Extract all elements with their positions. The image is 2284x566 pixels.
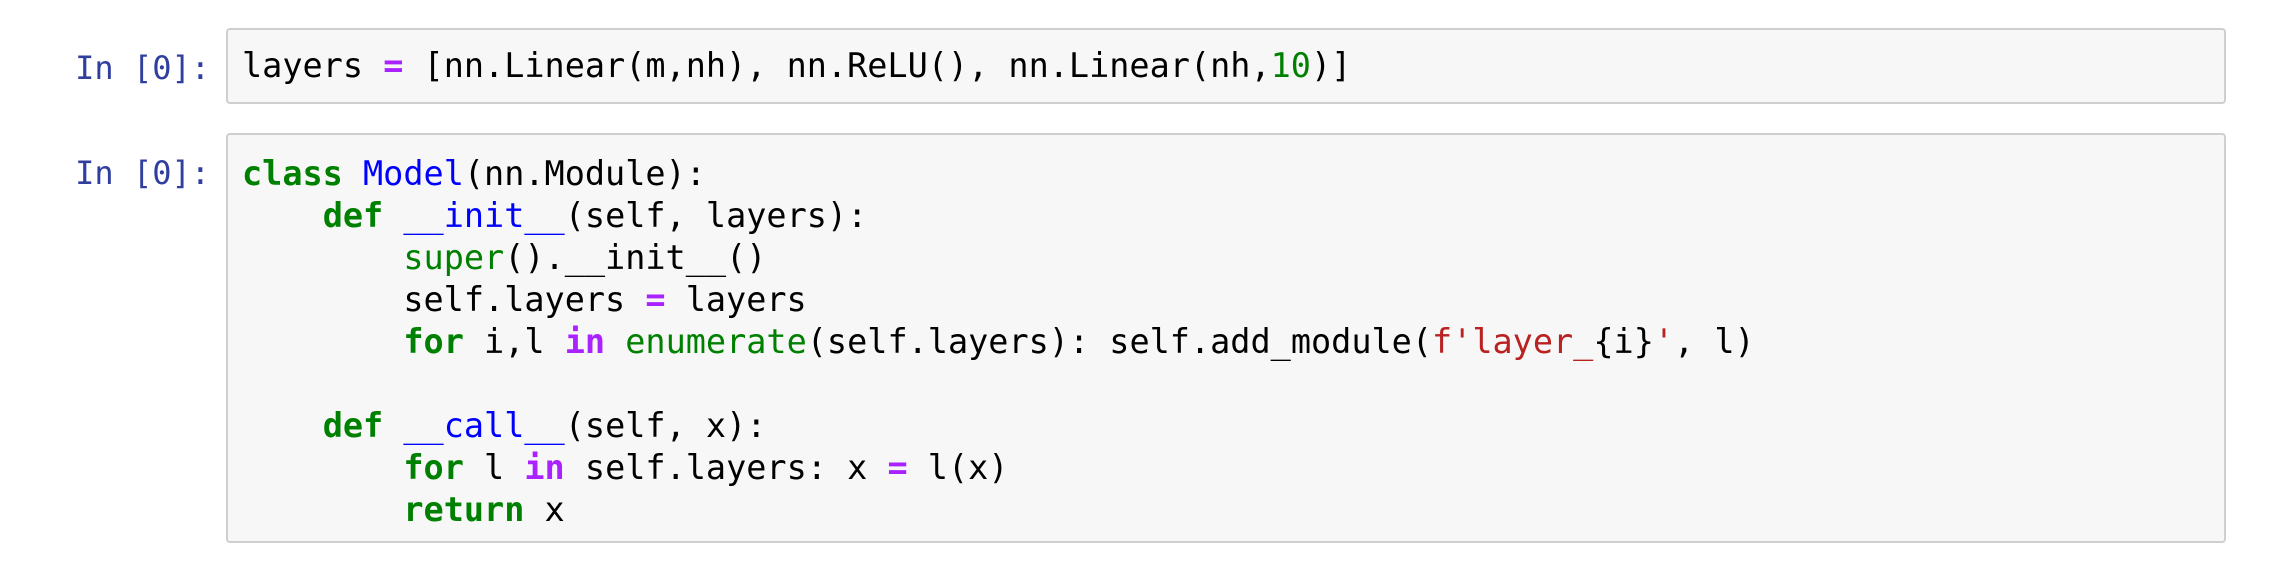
code-token bbox=[242, 196, 323, 235]
code-token: return bbox=[403, 490, 525, 529]
code-token: i,l bbox=[463, 322, 565, 361]
code-token: l bbox=[463, 448, 525, 487]
code-token: class bbox=[242, 154, 343, 193]
code-token bbox=[242, 448, 403, 487]
code-token: = bbox=[645, 280, 666, 319]
code-token: [nn.Linear(m,nh), nn.ReLU(), nn.Linear(n… bbox=[403, 46, 1271, 85]
code-editor[interactable]: class Model(nn.Module): def __init__(sel… bbox=[226, 133, 2226, 543]
code-token bbox=[605, 322, 625, 361]
code-token: , l) bbox=[1674, 322, 1755, 361]
code-token: def bbox=[322, 406, 384, 445]
code-line: def __call__(self, x): bbox=[242, 405, 2224, 447]
code-token: def bbox=[322, 196, 384, 235]
code-token: = bbox=[383, 46, 404, 85]
code-token bbox=[242, 490, 403, 529]
code-token bbox=[383, 196, 403, 235]
code-token bbox=[343, 154, 363, 193]
code-token: ().__init__() bbox=[504, 238, 767, 277]
code-cell: In [0]: layers = [nn.Linear(m,nh), nn.Re… bbox=[0, 28, 2284, 104]
code-token: layers bbox=[665, 280, 807, 319]
code-token: in bbox=[524, 448, 565, 487]
code-token: {i} bbox=[1593, 322, 1654, 361]
code-token: (self.layers): self.add_module( bbox=[806, 322, 1432, 361]
code-token bbox=[383, 406, 403, 445]
code-token: __call__ bbox=[403, 406, 565, 445]
code-line: return x bbox=[242, 489, 2224, 531]
code-line: def __init__(self, layers): bbox=[242, 195, 2224, 237]
code-token: layers bbox=[242, 46, 384, 85]
code-token bbox=[242, 406, 323, 445]
code-block[interactable]: class Model(nn.Module): def __init__(sel… bbox=[242, 153, 2224, 531]
input-prompt: In [0]: bbox=[75, 49, 210, 87]
code-line: for i,l in enumerate(self.layers): self.… bbox=[242, 321, 2224, 363]
code-token: = bbox=[887, 448, 908, 487]
code-line: self.layers = layers bbox=[242, 279, 2224, 321]
code-token bbox=[242, 322, 403, 361]
code-token bbox=[242, 238, 403, 277]
code-token: f'layer_ bbox=[1432, 322, 1594, 361]
code-token: for bbox=[403, 448, 464, 487]
code-token: Model bbox=[363, 154, 464, 193]
code-token: super bbox=[403, 238, 505, 277]
code-token: x bbox=[524, 490, 565, 529]
code-line: layers = [nn.Linear(m,nh), nn.ReLU(), nn… bbox=[242, 45, 2224, 87]
code-line: for l in self.layers: x = l(x) bbox=[242, 447, 2224, 489]
code-token: in bbox=[564, 322, 606, 361]
code-editor[interactable]: layers = [nn.Linear(m,nh), nn.ReLU(), nn… bbox=[226, 28, 2226, 104]
code-token: for bbox=[403, 322, 464, 361]
code-token: l(x) bbox=[907, 448, 1009, 487]
code-token: self.layers bbox=[242, 280, 646, 319]
code-token: __init__ bbox=[403, 196, 565, 235]
code-cell: In [0]: class Model(nn.Module): def __in… bbox=[0, 133, 2284, 543]
code-token: (self, layers): bbox=[564, 196, 868, 235]
code-block[interactable]: layers = [nn.Linear(m,nh), nn.ReLU(), nn… bbox=[242, 45, 2224, 87]
code-line: super().__init__() bbox=[242, 237, 2224, 279]
code-token: (nn.Module): bbox=[463, 154, 706, 193]
code-line: class Model(nn.Module): bbox=[242, 153, 2224, 195]
code-token: (self, x): bbox=[564, 406, 767, 445]
input-prompt: In [0]: bbox=[75, 154, 210, 192]
code-token: ' bbox=[1653, 322, 1675, 361]
code-token: )] bbox=[1310, 46, 1352, 85]
code-token: 10 bbox=[1270, 46, 1311, 85]
code-token: enumerate bbox=[625, 322, 807, 361]
code-token: self.layers: x bbox=[564, 448, 888, 487]
code-line bbox=[242, 363, 2224, 405]
